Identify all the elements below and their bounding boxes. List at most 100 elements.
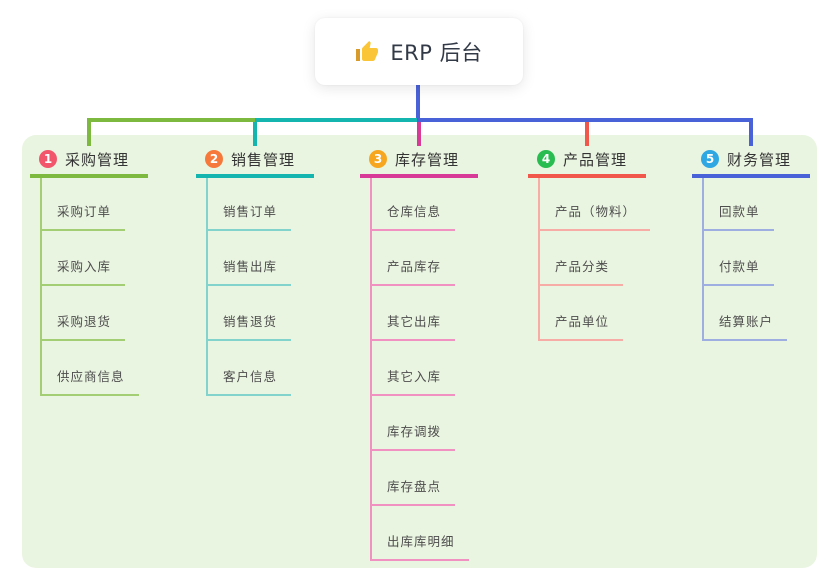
- mindmap-node[interactable]: 采购订单: [42, 201, 126, 231]
- mindmap-node[interactable]: 客户信息: [208, 366, 292, 396]
- mindmap-node[interactable]: 库存调拨: [372, 421, 456, 451]
- branch-number-badge: 5: [701, 150, 719, 168]
- branch-purchase-management: 1 采购管理 采购订单 采购入库 采购退货 供应商信息: [30, 148, 190, 396]
- child-row: 仓库信息: [372, 178, 520, 231]
- mindmap-node[interactable]: 产品（物料）: [540, 201, 651, 231]
- child-row: 采购订单: [42, 178, 190, 231]
- branch-node[interactable]: 1 采购管理: [30, 148, 148, 178]
- thumbs-up-icon: [356, 40, 379, 61]
- child-row: 产品（物料）: [540, 178, 688, 231]
- node-label: 仓库信息: [387, 204, 442, 219]
- mindmap-node[interactable]: 销售退货: [208, 311, 292, 341]
- branch-label: 产品管理: [563, 150, 628, 169]
- root-connector-line: [416, 84, 420, 118]
- branch-inventory-management: 3 库存管理 仓库信息 产品库存 其它出库 其它入库 库存调拨 库存盘点 出库库…: [360, 148, 520, 561]
- child-row: 产品分类: [540, 231, 688, 286]
- node-label: 出库库明细: [387, 534, 455, 549]
- branch-drop-line: [87, 122, 91, 146]
- branch-node[interactable]: 4 产品管理: [528, 148, 646, 178]
- mindmap-node[interactable]: 出库库明细: [372, 531, 469, 561]
- child-row: 采购退货: [42, 286, 190, 341]
- mindmap-node[interactable]: 付款单: [704, 256, 774, 286]
- node-label: 采购入库: [57, 259, 112, 274]
- branch-product-management: 4 产品管理 产品（物料） 产品分类 产品单位: [528, 148, 688, 341]
- node-label: 产品分类: [555, 259, 610, 274]
- branch-drop-line: [585, 122, 589, 146]
- node-label: 产品（物料）: [555, 204, 637, 219]
- node-label: 其它出库: [387, 314, 442, 329]
- mindmap-node[interactable]: 销售出库: [208, 256, 292, 286]
- node-label: 产品库存: [387, 259, 442, 274]
- mindmap-node[interactable]: 其它入库: [372, 366, 456, 396]
- bus-line-mid: [255, 118, 419, 122]
- branch-node[interactable]: 5 财务管理: [692, 148, 810, 178]
- child-row: 其它出库: [372, 286, 520, 341]
- mindmap-node[interactable]: 仓库信息: [372, 201, 456, 231]
- branch-children: 采购订单 采购入库 采购退货 供应商信息: [40, 178, 190, 396]
- branch-label: 财务管理: [727, 150, 792, 169]
- branch-children: 销售订单 销售出库 销售退货 客户信息: [206, 178, 356, 396]
- node-label: 回款单: [719, 204, 760, 219]
- branch-children: 产品（物料） 产品分类 产品单位: [538, 178, 688, 341]
- child-row: 出库库明细: [372, 506, 520, 561]
- branch-number-badge: 3: [369, 150, 387, 168]
- node-label: 采购退货: [57, 314, 112, 329]
- child-row: 库存盘点: [372, 451, 520, 506]
- child-row: 结算账户: [704, 286, 839, 341]
- child-row: 采购入库: [42, 231, 190, 286]
- node-label: 库存调拨: [387, 424, 442, 439]
- branch-children: 仓库信息 产品库存 其它出库 其它入库 库存调拨 库存盘点 出库库明细: [370, 178, 520, 561]
- mindmap-node[interactable]: 回款单: [704, 201, 774, 231]
- branch-node[interactable]: 3 库存管理: [360, 148, 478, 178]
- bus-line-right: [417, 118, 753, 122]
- branch-number-badge: 2: [205, 150, 223, 168]
- child-row: 供应商信息: [42, 341, 190, 396]
- child-row: 库存调拨: [372, 396, 520, 451]
- child-row: 回款单: [704, 178, 839, 231]
- branch-label: 销售管理: [231, 150, 296, 169]
- branch-label: 采购管理: [65, 150, 130, 169]
- branch-drop-line: [417, 122, 421, 146]
- mindmap-node[interactable]: 采购入库: [42, 256, 126, 286]
- child-row: 销售订单: [208, 178, 356, 231]
- mindmap-node[interactable]: 产品库存: [372, 256, 456, 286]
- mindmap-node[interactable]: 供应商信息: [42, 366, 139, 396]
- mindmap-node[interactable]: 产品单位: [540, 311, 624, 341]
- branch-sales-management: 2 销售管理 销售订单 销售出库 销售退货 客户信息: [196, 148, 356, 396]
- node-label: 销售订单: [223, 204, 278, 219]
- branch-label: 库存管理: [395, 150, 460, 169]
- branch-finance-management: 5 财务管理 回款单 付款单 结算账户: [692, 148, 839, 341]
- node-label: 其它入库: [387, 369, 442, 384]
- child-row: 其它入库: [372, 341, 520, 396]
- node-label: 销售出库: [223, 259, 278, 274]
- node-label: 采购订单: [57, 204, 112, 219]
- mindmap-node[interactable]: 采购退货: [42, 311, 126, 341]
- child-row: 销售出库: [208, 231, 356, 286]
- mindmap-node[interactable]: 其它出库: [372, 311, 456, 341]
- node-label: 付款单: [719, 259, 760, 274]
- root-node[interactable]: ERP 后台: [315, 18, 523, 85]
- branch-drop-line: [253, 122, 257, 146]
- branch-number-badge: 4: [537, 150, 555, 168]
- child-row: 付款单: [704, 231, 839, 286]
- mindmap-node[interactable]: 产品分类: [540, 256, 624, 286]
- mindmap-node[interactable]: 销售订单: [208, 201, 292, 231]
- child-row: 客户信息: [208, 341, 356, 396]
- mindmap-node[interactable]: 结算账户: [704, 311, 788, 341]
- branch-node[interactable]: 2 销售管理: [196, 148, 314, 178]
- node-label: 销售退货: [223, 314, 278, 329]
- node-label: 产品单位: [555, 314, 610, 329]
- branch-children: 回款单 付款单 结算账户: [702, 178, 839, 341]
- mindmap-node[interactable]: 库存盘点: [372, 476, 456, 506]
- node-label: 库存盘点: [387, 479, 442, 494]
- node-label: 客户信息: [223, 369, 278, 384]
- child-row: 产品单位: [540, 286, 688, 341]
- branches-panel: [22, 135, 817, 568]
- node-label: 结算账户: [719, 314, 774, 329]
- node-label: 供应商信息: [57, 369, 125, 384]
- root-node-label: ERP 后台: [390, 40, 483, 65]
- child-row: 产品库存: [372, 231, 520, 286]
- child-row: 销售退货: [208, 286, 356, 341]
- branch-number-badge: 1: [39, 150, 57, 168]
